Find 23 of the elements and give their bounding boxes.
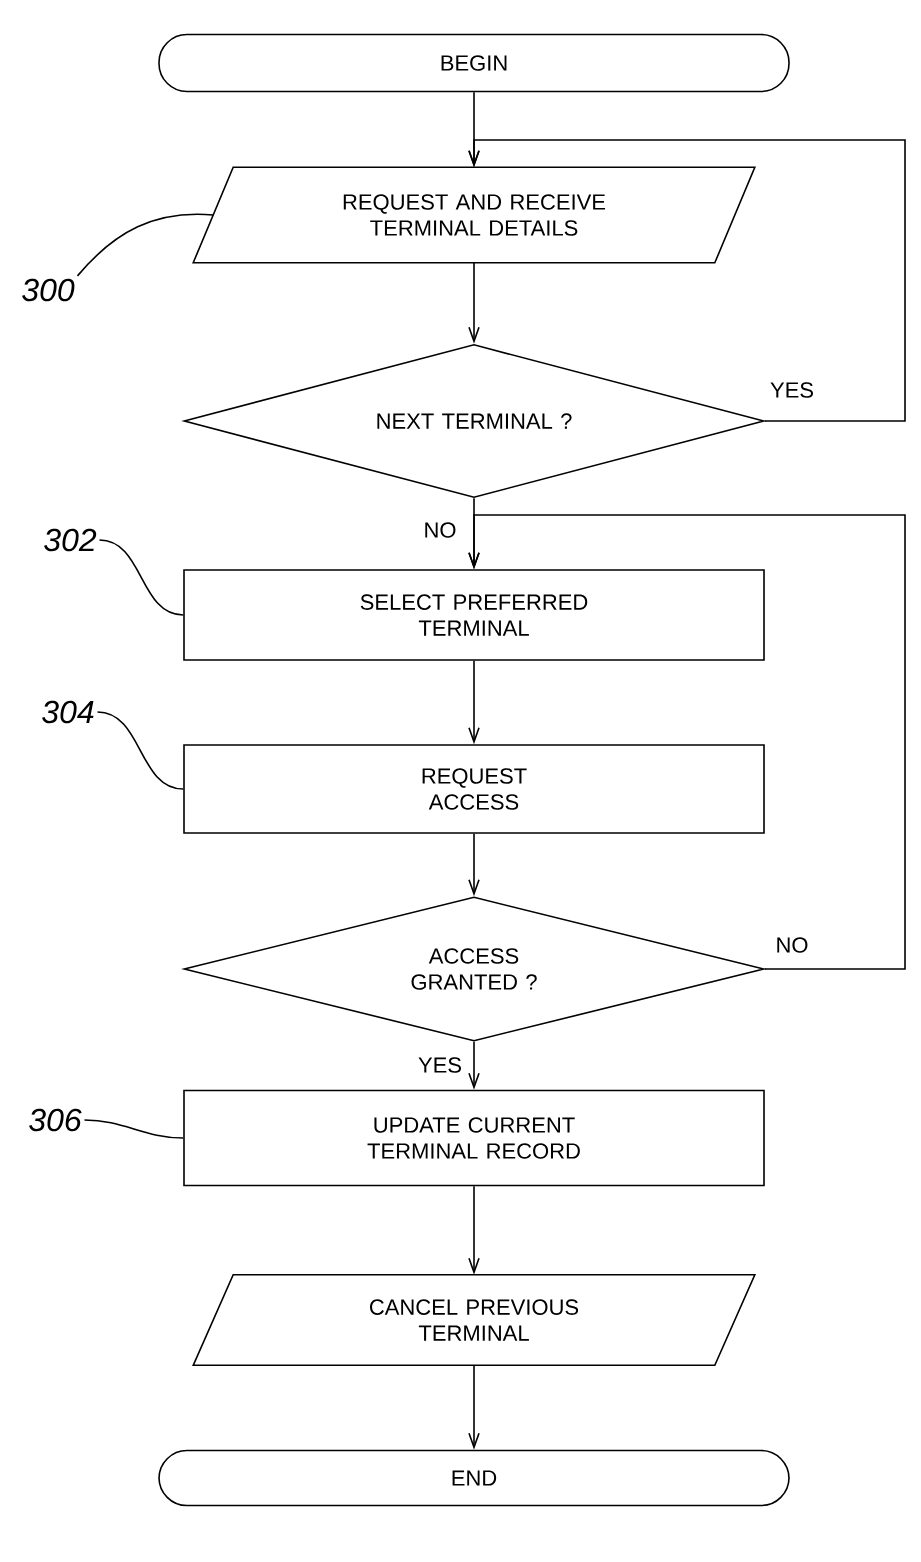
leader-line (98, 539, 184, 616)
arrow (468, 1364, 480, 1450)
arrow (468, 1041, 480, 1090)
leader-line (96, 711, 184, 790)
arrow (468, 1185, 480, 1275)
process-box: SELECT PREFERRED TERMINAL (183, 569, 765, 661)
leader-line (76, 213, 214, 277)
loop-arrow (468, 139, 906, 422)
process-box: REQUEST ACCESS (183, 744, 765, 834)
process-box: UPDATE CURRENT TERMINAL RECORD (183, 1089, 765, 1187)
arrow (468, 262, 480, 344)
arrow (468, 833, 480, 897)
edge-label: YES (416, 1055, 464, 1075)
loop-arrow (468, 514, 906, 970)
reference-numeral: 304 (42, 700, 94, 724)
reference-numeral: 302 (44, 528, 97, 552)
edge-label: YES (768, 380, 816, 400)
arrow (468, 660, 480, 745)
reference-numeral: 306 (29, 1108, 82, 1132)
edge-label: NO (421, 520, 459, 540)
edge-label: NO (773, 935, 811, 955)
leader-line (83, 1119, 184, 1139)
reference-numeral: 300 (22, 278, 75, 302)
